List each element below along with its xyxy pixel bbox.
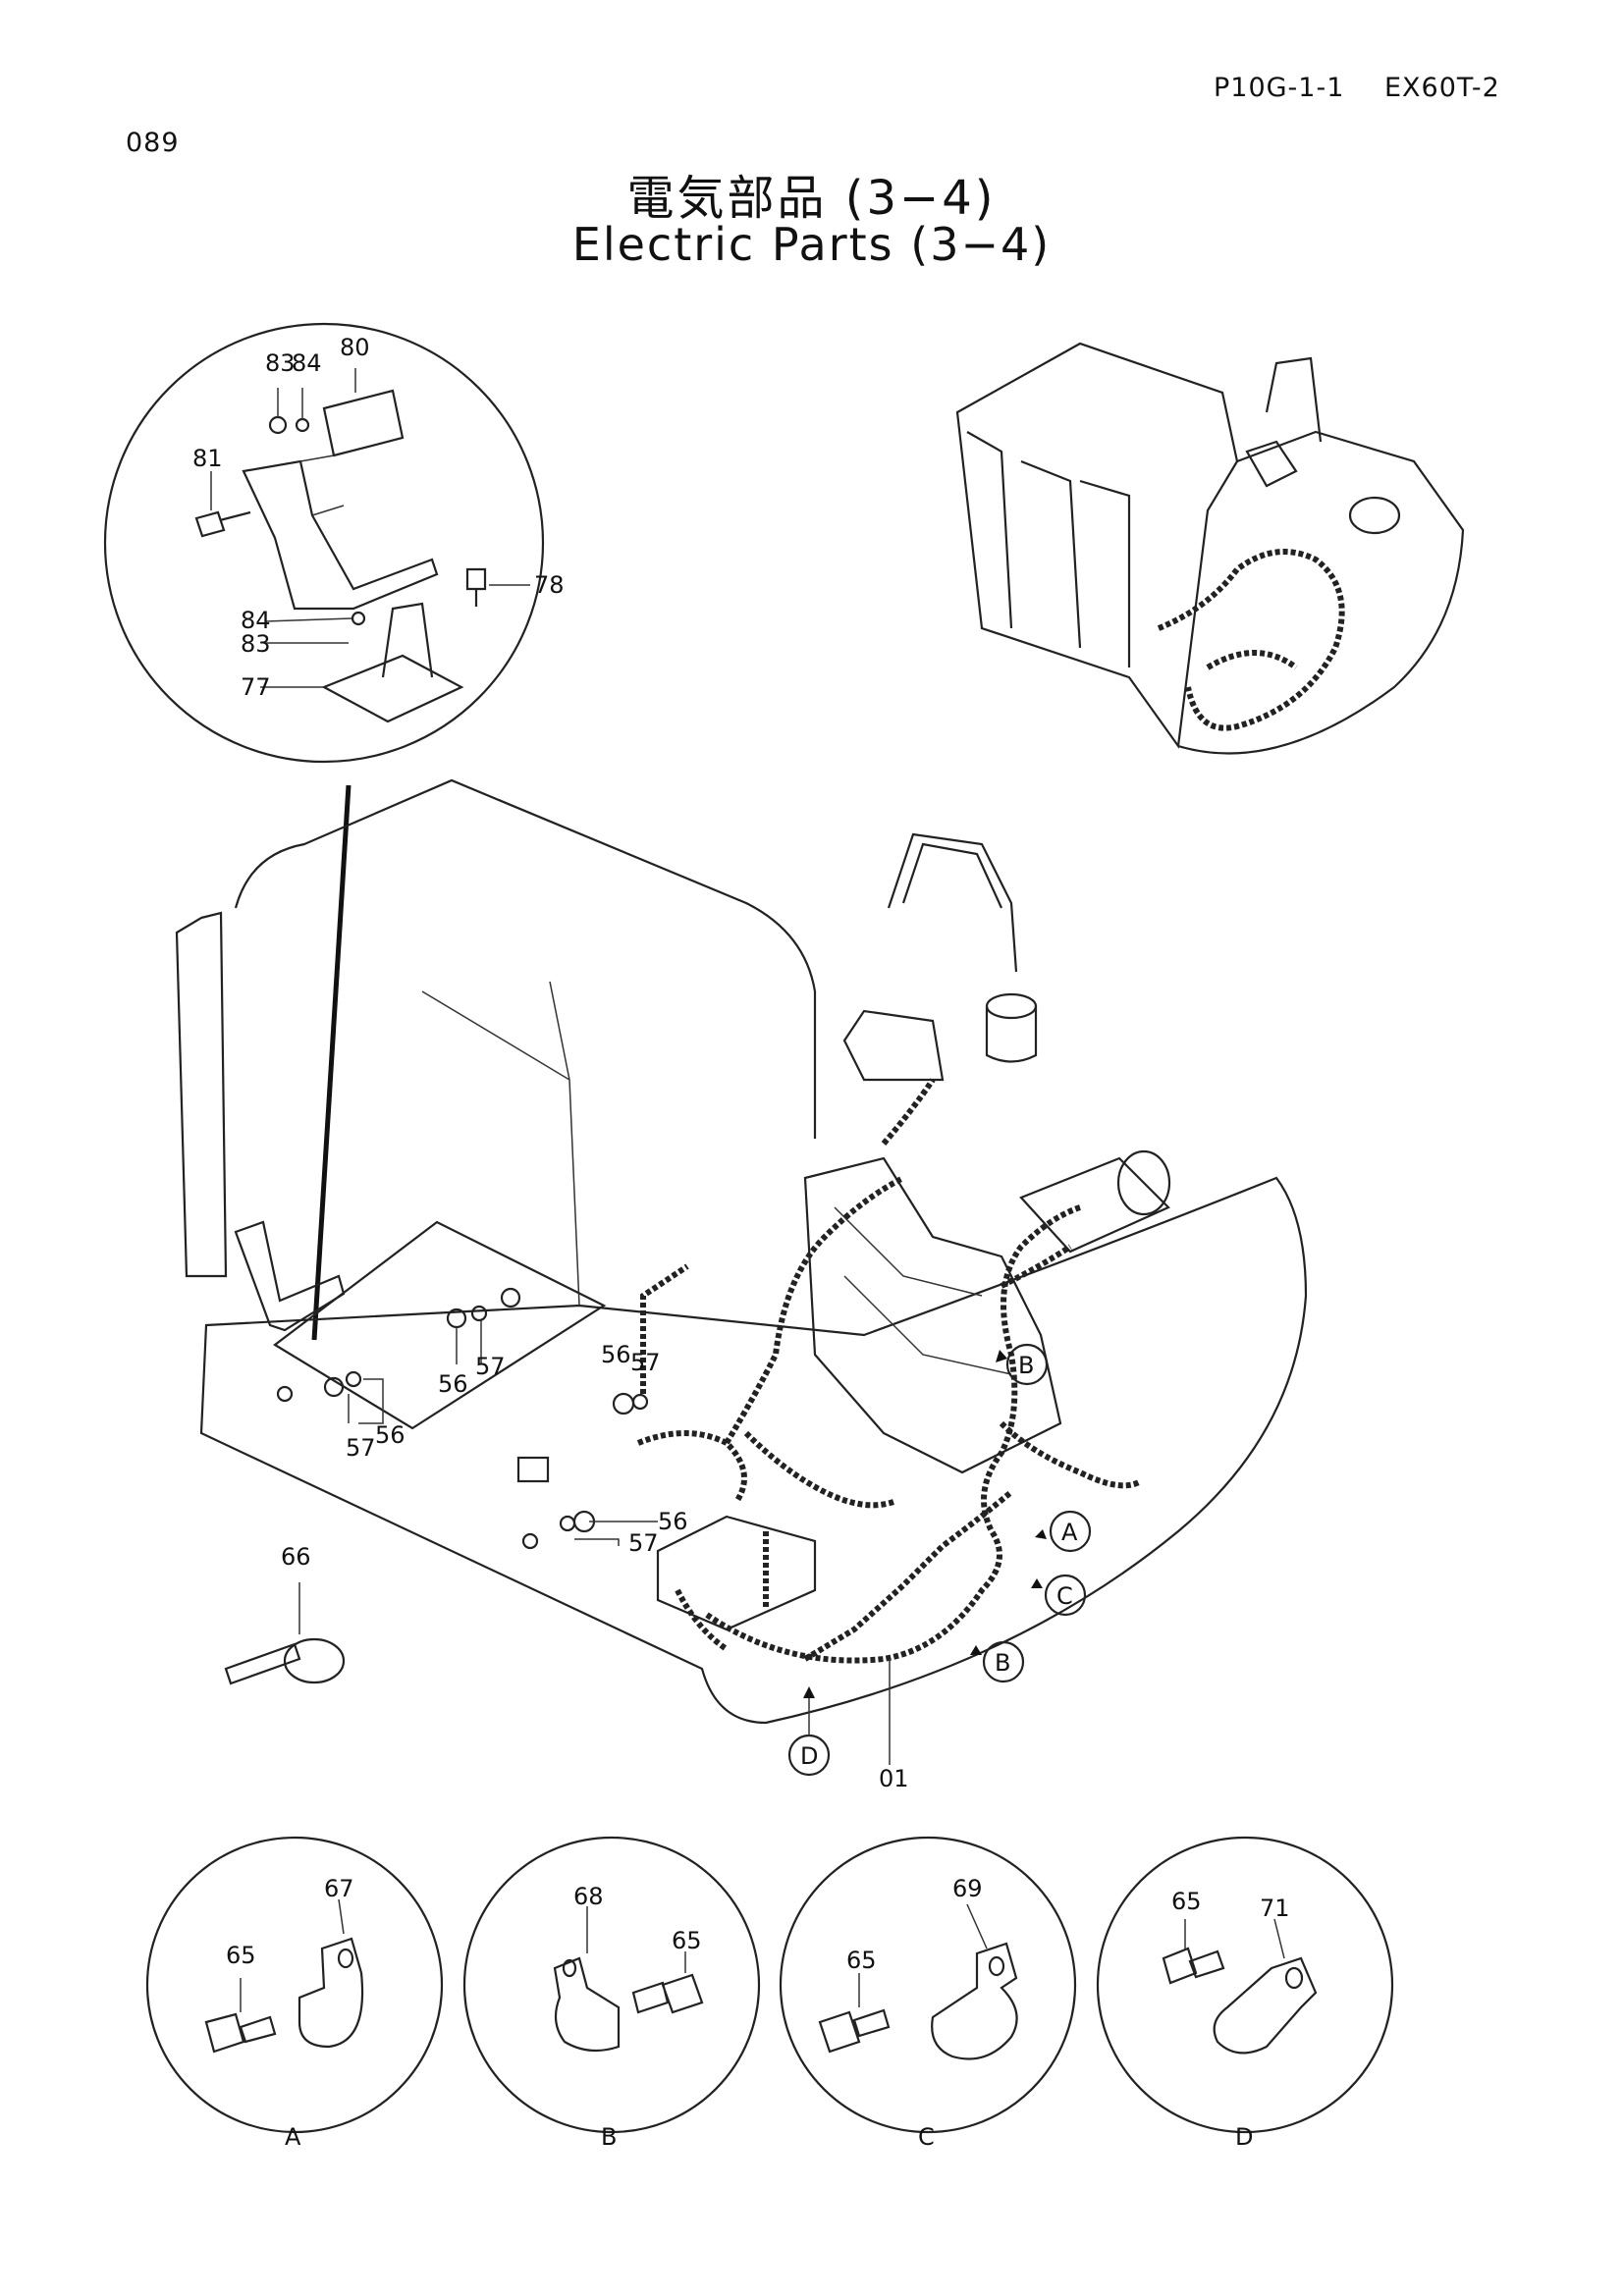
bolt-65-b (631, 1973, 704, 2014)
bracket-77-base (321, 654, 464, 723)
detail-c-label-65: 65 (846, 1947, 877, 1974)
washer-84-icon (295, 417, 310, 433)
callout-01: 01 (879, 1765, 909, 1792)
detail-view-a: 67 65 A (145, 1836, 444, 2151)
callout-56b: 56 (601, 1341, 631, 1368)
clamp-71 (1213, 1956, 1318, 2055)
callout-57b: 57 (630, 1349, 661, 1376)
detail-c-letter: C (918, 2123, 935, 2151)
view-marker-d: D (787, 1686, 831, 1777)
document-code: P10G-1-1 (1214, 73, 1345, 103)
bolt-78-icon (465, 567, 487, 607)
bolt-65-a (204, 2012, 277, 2054)
detail-view-c: 69 65 C (779, 1836, 1077, 2151)
detail-b-letter: B (601, 2123, 617, 2151)
callout-80: 80 (340, 334, 370, 361)
callout-84: 84 (292, 349, 322, 377)
callout-57a: 57 (475, 1353, 506, 1380)
bracket-detail-circle (103, 322, 545, 764)
detail-a-label-65: 65 (226, 1942, 256, 1969)
callout-57d: 57 (628, 1529, 659, 1557)
nuts-washers (276, 1287, 649, 1550)
callout-56a: 56 (438, 1370, 468, 1398)
detail-d-label-65: 65 (1171, 1888, 1202, 1915)
title-english: Electric Parts (3−4) (571, 218, 1052, 271)
detail-circle-d (1096, 1836, 1394, 2134)
detail-a-letter: A (285, 2123, 301, 2151)
engine-block (803, 1156, 1062, 1474)
detail-b-label-65: 65 (672, 1927, 702, 1954)
view-marker-c: C (1031, 1574, 1087, 1617)
counterweight-body (199, 1176, 1308, 1725)
marker-label-a: A (1061, 1519, 1078, 1546)
model-code: EX60T-2 (1384, 73, 1500, 103)
detail-a-label-67: 67 (324, 1875, 354, 1902)
bracket-77-arm (242, 459, 439, 611)
clamp-69 (931, 1942, 1018, 2060)
bracket-80 (322, 389, 405, 457)
bolt-65-c (818, 2008, 891, 2054)
page-number: 089 (126, 128, 180, 158)
detail-view-d: 71 65 D (1096, 1836, 1394, 2151)
marker-label-c: C (1056, 1582, 1073, 1610)
cable-tie-66 (224, 1582, 346, 1685)
clamp-68 (553, 1956, 621, 2053)
title-japanese: 電気部品 (3−4) (626, 171, 997, 226)
view-marker-b1: B (996, 1343, 1049, 1386)
callout-84b: 84 (241, 607, 271, 634)
callout-81: 81 (192, 445, 223, 472)
callout-83: 83 (265, 349, 296, 377)
detail-circle-c (779, 1836, 1077, 2134)
callout-66: 66 (281, 1543, 311, 1571)
wiring-harness-01 (705, 1204, 1081, 1664)
air-cleaner (1019, 1156, 1170, 1254)
detail-c-label-69: 69 (952, 1875, 983, 1902)
bracket-detail-view: 83 84 80 81 78 84 83 77 (103, 322, 565, 764)
detail-connector-line (311, 784, 352, 1341)
main-upperstructure: 56 57 56 57 57 56 56 57 66 01 B A C B (175, 778, 1308, 1792)
detail-circle-a (145, 1836, 444, 2134)
detail-d-letter: D (1235, 2123, 1253, 2151)
handrail-left (175, 911, 228, 1278)
handrail-overview (1265, 356, 1323, 443)
excavator-overview (955, 342, 1465, 755)
callout-56d: 56 (658, 1508, 688, 1535)
marker-label-b1: B (1018, 1352, 1034, 1379)
battery (656, 1515, 817, 1631)
detail-circle-b (462, 1836, 761, 2134)
detail-b-label-68: 68 (573, 1883, 604, 1910)
handrail-right (887, 832, 1018, 973)
callout-77: 77 (241, 673, 271, 701)
cab (955, 342, 1239, 749)
relay (516, 1456, 550, 1483)
marker-label-d: D (800, 1742, 818, 1770)
marker-label-b2: B (995, 1649, 1010, 1677)
clamp-67 (298, 1937, 364, 2049)
detail-d-label-71: 71 (1260, 1895, 1290, 1922)
callout-83b: 83 (241, 630, 271, 658)
harness-overview (1157, 549, 1345, 731)
floor-plate (273, 1220, 607, 1430)
nut-83-icon (268, 415, 288, 435)
callout-56c: 56 (375, 1421, 406, 1449)
cab-shell (234, 778, 817, 1139)
view-marker-a: A (1035, 1510, 1092, 1553)
detail-view-b: 68 65 B (462, 1836, 761, 2151)
view-marker-b2: B (970, 1640, 1025, 1683)
bolt-81-icon (194, 510, 251, 538)
engine-cover (1177, 430, 1465, 755)
callout-57c: 57 (346, 1434, 376, 1462)
bolt-65-d (1162, 1947, 1225, 1985)
bracket-77-main (234, 1220, 346, 1332)
callout-78: 78 (534, 571, 565, 599)
